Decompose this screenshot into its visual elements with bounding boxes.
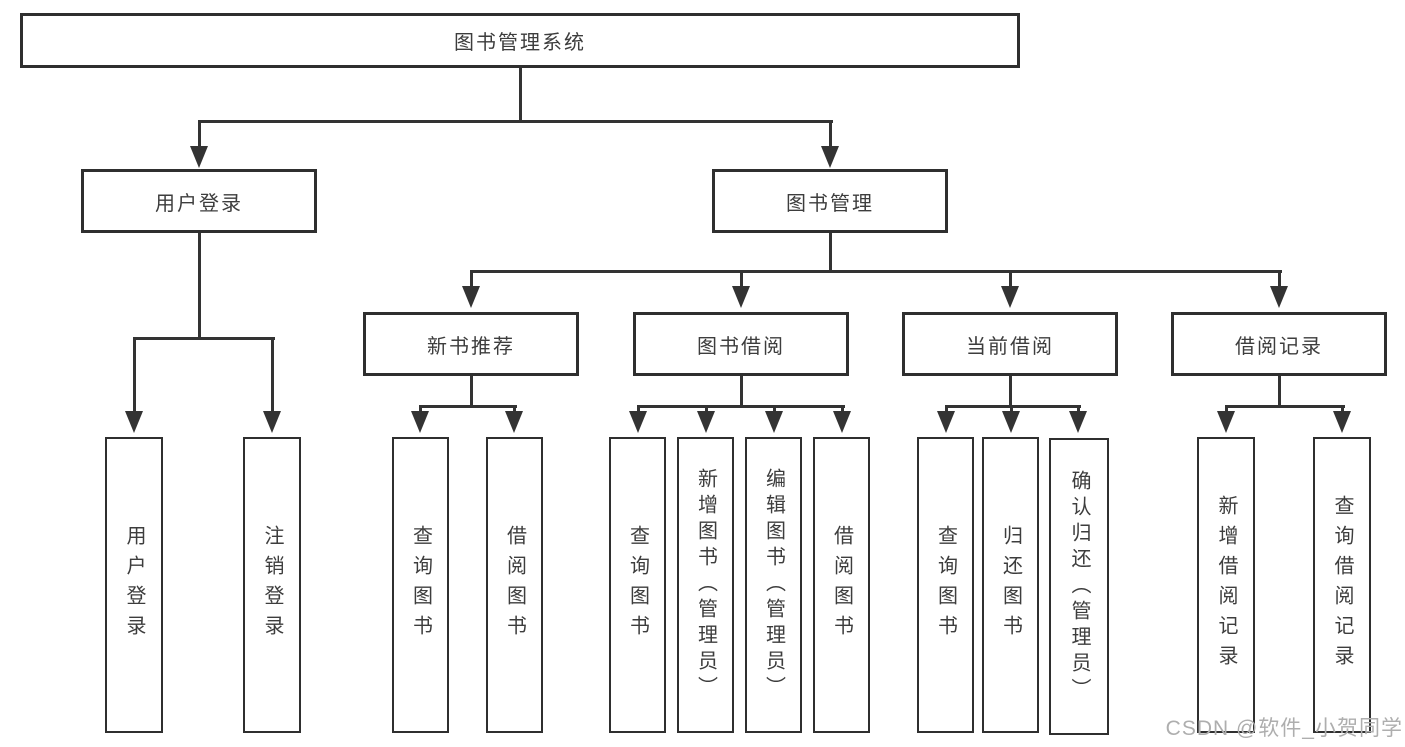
node-book-borrow-label: 图书借阅 bbox=[697, 335, 785, 358]
connector-line bbox=[1010, 405, 1013, 413]
node-new-book-recommend-label: 新书推荐 bbox=[427, 335, 515, 358]
leaf-return-books: 归还图书 bbox=[982, 437, 1039, 733]
arrow-down-icon bbox=[190, 146, 208, 168]
leaf-edit-books-admin-label: 编辑图书（管理员） bbox=[762, 468, 785, 702]
connector-line bbox=[1009, 376, 1012, 408]
leaf-add-borrow-record: 新增借阅记录 bbox=[1197, 437, 1255, 733]
connector-line bbox=[470, 270, 473, 288]
connector-line bbox=[1278, 376, 1281, 408]
node-current-borrow: 当前借阅 bbox=[902, 312, 1118, 376]
leaf-logout: 注销登录 bbox=[243, 437, 301, 733]
connector-line bbox=[1077, 405, 1080, 413]
leaf-borrow-books-recommend-label: 借阅图书 bbox=[503, 525, 526, 645]
node-user-login: 用户登录 bbox=[81, 169, 317, 233]
arrow-down-icon bbox=[1069, 411, 1087, 433]
connector-line bbox=[637, 405, 845, 408]
connector-line bbox=[1225, 405, 1345, 408]
arrow-down-icon bbox=[505, 411, 523, 433]
connector-line bbox=[740, 270, 743, 288]
connector-line bbox=[271, 337, 274, 413]
arrow-down-icon bbox=[833, 411, 851, 433]
connector-line bbox=[829, 120, 832, 148]
leaf-borrow-books-borrow-label: 借阅图书 bbox=[830, 525, 853, 645]
node-borrow-record: 借阅记录 bbox=[1171, 312, 1387, 376]
leaf-query-books-recommend: 查询图书 bbox=[392, 437, 449, 733]
csdn-watermark: CSDN @软件_小贺同学 bbox=[1165, 717, 1403, 740]
node-borrow-record-label: 借阅记录 bbox=[1235, 335, 1323, 358]
connector-line bbox=[198, 120, 201, 148]
arrow-down-icon bbox=[1002, 411, 1020, 433]
node-book-borrow: 图书借阅 bbox=[633, 312, 849, 376]
connector-line bbox=[829, 233, 832, 273]
arrow-down-icon bbox=[411, 411, 429, 433]
connector-line bbox=[637, 405, 640, 413]
node-current-borrow-label: 当前借阅 bbox=[966, 335, 1054, 358]
leaf-user-login: 用户登录 bbox=[105, 437, 163, 733]
arrow-down-icon bbox=[765, 411, 783, 433]
leaf-add-books-admin-label: 新增图书（管理员） bbox=[694, 468, 717, 702]
node-root-label: 图书管理系统 bbox=[454, 32, 586, 54]
node-root: 图书管理系统 bbox=[20, 13, 1020, 68]
connector-line bbox=[198, 120, 833, 123]
connector-line bbox=[1341, 405, 1344, 413]
connector-line bbox=[419, 405, 422, 413]
leaf-edit-books-admin: 编辑图书（管理员） bbox=[745, 437, 802, 733]
connector-line bbox=[841, 405, 844, 413]
connector-line bbox=[470, 376, 473, 408]
leaf-confirm-return-admin-label: 确认归还（管理员） bbox=[1068, 469, 1090, 704]
leaf-query-books-recommend-label: 查询图书 bbox=[409, 525, 432, 645]
arrow-down-icon bbox=[821, 146, 839, 168]
leaf-add-borrow-record-label: 新增借阅记录 bbox=[1215, 495, 1237, 675]
arrow-down-icon bbox=[1001, 286, 1019, 308]
leaf-query-borrow-record-label: 查询借阅记录 bbox=[1331, 495, 1353, 675]
connector-line bbox=[513, 405, 516, 413]
leaf-query-books-borrow-label: 查询图书 bbox=[626, 525, 649, 645]
node-user-login-label: 用户登录 bbox=[155, 192, 243, 215]
arrow-down-icon bbox=[1217, 411, 1235, 433]
leaf-return-books-label: 归还图书 bbox=[999, 525, 1022, 645]
leaf-query-books-borrow: 查询图书 bbox=[609, 437, 666, 733]
arrow-down-icon bbox=[937, 411, 955, 433]
connector-line bbox=[705, 405, 708, 413]
connector-line bbox=[1225, 405, 1228, 413]
node-new-book-recommend: 新书推荐 bbox=[363, 312, 579, 376]
arrow-down-icon bbox=[732, 286, 750, 308]
leaf-confirm-return-admin: 确认归还（管理员） bbox=[1049, 438, 1109, 735]
connector-line bbox=[773, 405, 776, 413]
connector-line bbox=[133, 337, 275, 340]
leaf-query-borrow-record: 查询借阅记录 bbox=[1313, 437, 1371, 733]
leaf-add-books-admin: 新增图书（管理员） bbox=[677, 437, 734, 733]
connector-line bbox=[419, 405, 517, 408]
arrow-down-icon bbox=[697, 411, 715, 433]
arrow-down-icon bbox=[1270, 286, 1288, 308]
connector-line bbox=[945, 405, 1081, 408]
connector-line bbox=[198, 233, 201, 340]
leaf-query-books-current-label: 查询图书 bbox=[934, 525, 957, 645]
arrow-down-icon bbox=[1333, 411, 1351, 433]
connector-line bbox=[1278, 270, 1281, 288]
connector-line bbox=[740, 376, 743, 408]
leaf-query-books-current: 查询图书 bbox=[917, 437, 974, 733]
connector-line bbox=[519, 68, 522, 122]
leaf-borrow-books-recommend: 借阅图书 bbox=[486, 437, 543, 733]
connector-line bbox=[470, 270, 1282, 273]
node-book-management: 图书管理 bbox=[712, 169, 948, 233]
arrow-down-icon bbox=[629, 411, 647, 433]
connector-line bbox=[945, 405, 948, 413]
node-book-management-label: 图书管理 bbox=[786, 192, 874, 215]
leaf-user-login-label: 用户登录 bbox=[123, 525, 145, 645]
leaf-borrow-books-borrow: 借阅图书 bbox=[813, 437, 870, 733]
connector-line bbox=[133, 337, 136, 413]
arrow-down-icon bbox=[462, 286, 480, 308]
arrow-down-icon bbox=[125, 411, 143, 433]
leaf-logout-label: 注销登录 bbox=[261, 525, 283, 645]
arrow-down-icon bbox=[263, 411, 281, 433]
connector-line bbox=[1009, 270, 1012, 288]
